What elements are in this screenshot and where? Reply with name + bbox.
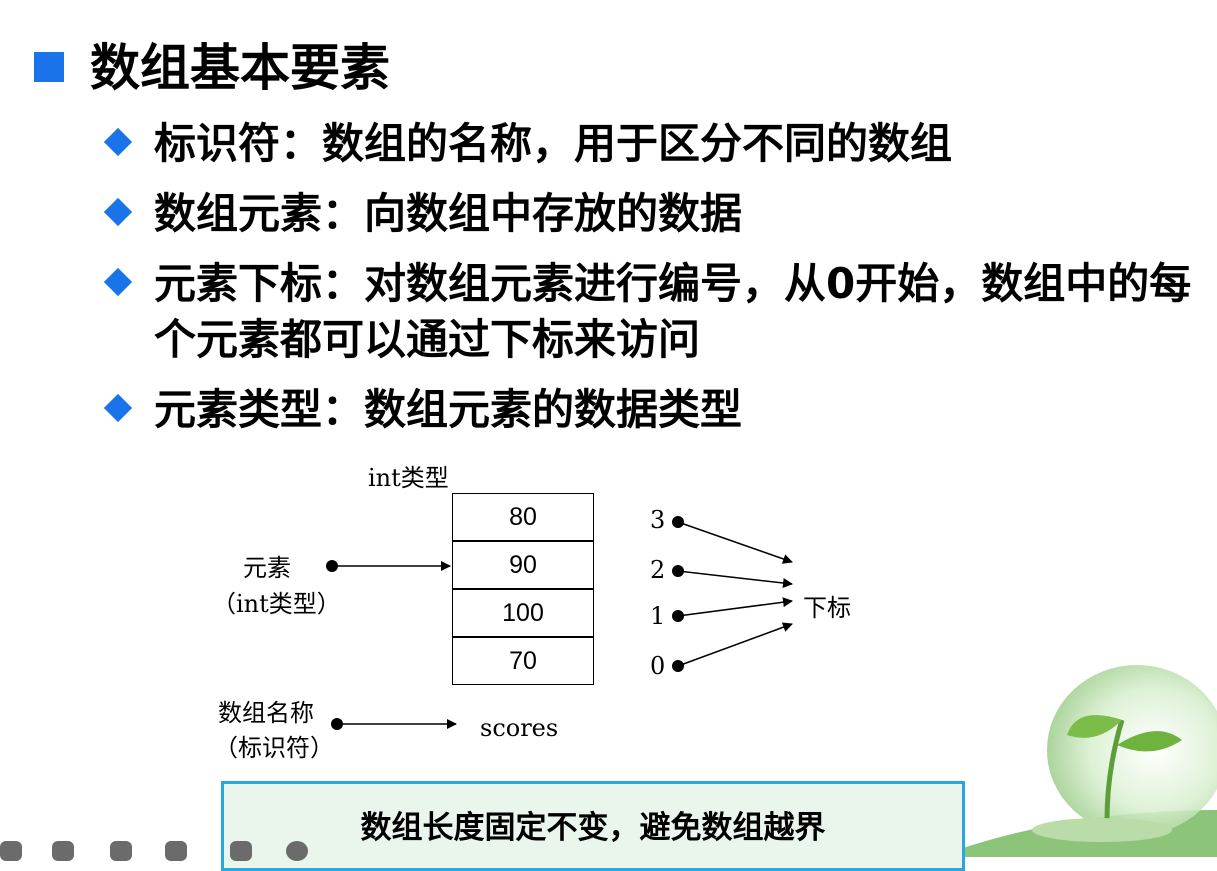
title-bullet-square [34, 52, 64, 82]
index-label: 下标 [803, 594, 851, 622]
index-number: 0 [650, 652, 666, 680]
index-number: 2 [650, 556, 666, 584]
array-cell: 90 [452, 541, 594, 589]
bullet-text: 数组元素：向数组中存放的数据 [154, 189, 743, 238]
bullet-text: 元素下标：对数组元素进行编号，从0开始，数组中的每个元素都可以通过下标来访问 [154, 259, 1192, 364]
array-name: scores [480, 714, 559, 742]
index-number: 3 [650, 506, 666, 534]
index-arrow [677, 570, 793, 588]
name-sub-label: （标识符） [214, 734, 334, 762]
document-icon[interactable] [230, 841, 252, 861]
bullet-text: 标识符：数组的名称，用于区分不同的数组 [154, 119, 953, 168]
name-label: 数组名称 [218, 699, 314, 727]
index-arrow [677, 622, 793, 667]
pen-icon[interactable] [52, 841, 74, 861]
type-label: int类型 [368, 464, 449, 492]
chat-icon[interactable] [286, 841, 308, 861]
note-box: 数组长度固定不变，避免数组越界 [221, 781, 965, 871]
array-cell: 100 [452, 589, 594, 637]
bullet-text: 元素类型：数组元素的数据类型 [154, 385, 743, 434]
index-arrow [677, 521, 793, 564]
element-label: 元素 [243, 554, 291, 582]
screenshot-icon[interactable] [110, 841, 132, 861]
sprout-decoration [957, 665, 1217, 857]
taskbar-icon[interactable] [0, 841, 22, 861]
slide-title: 数组基本要素 [90, 39, 390, 97]
index-number: 1 [650, 602, 666, 630]
array-cell: 80 [452, 493, 594, 541]
element-sub-label: （int类型） [212, 590, 341, 618]
note-text: 数组长度固定不变，避免数组越界 [360, 810, 826, 846]
taskbar-icon[interactable] [165, 841, 187, 861]
array-cell: 70 [452, 637, 594, 685]
index-arrow [677, 597, 793, 617]
